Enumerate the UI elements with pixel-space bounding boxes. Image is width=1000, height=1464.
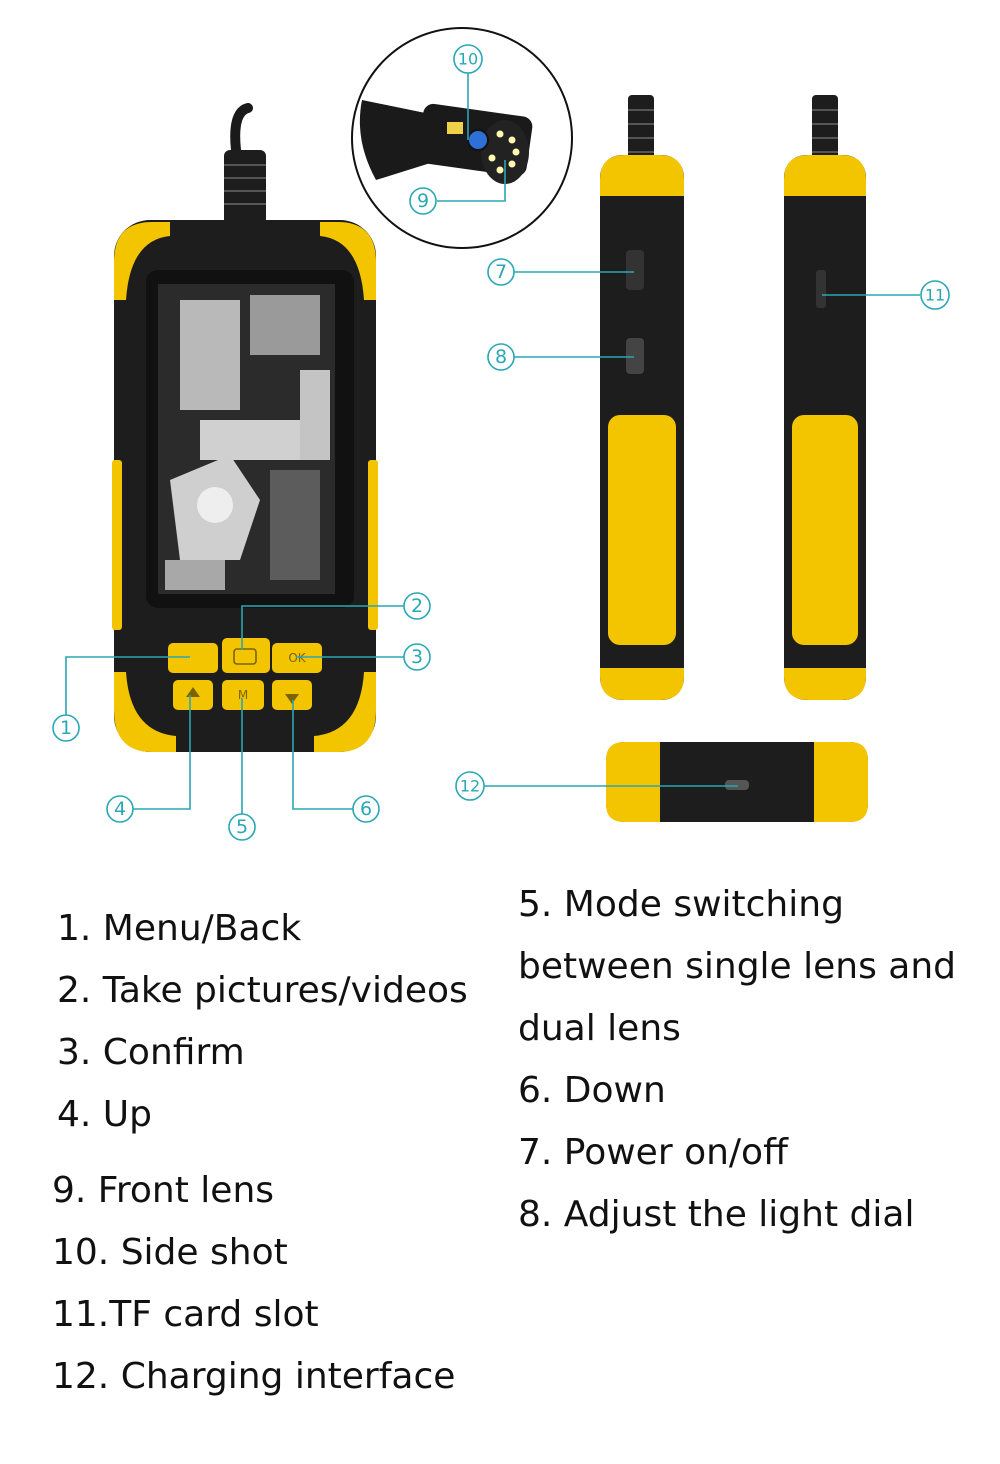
- front-view: OK M: [112, 103, 378, 752]
- legend-item: 11.TF card slot: [52, 1294, 319, 1335]
- legend-item: 4. Up: [57, 1094, 152, 1135]
- corner-guard-br: [314, 672, 376, 752]
- legend-item: 12. Charging interface: [52, 1356, 456, 1397]
- cable-strain-relief: [224, 150, 266, 225]
- legend-item: between single lens and: [518, 946, 957, 987]
- legend-item: 3. Confirm: [57, 1032, 245, 1073]
- svg-text:8: 8: [495, 346, 507, 368]
- menu-back-button[interactable]: [168, 643, 218, 673]
- lens-inset: [351, 27, 573, 249]
- up-arrow-icon: [186, 687, 200, 697]
- confirm-button-label: OK: [288, 651, 306, 665]
- legend-item: dual lens: [518, 1008, 681, 1049]
- svg-text:9: 9: [417, 190, 429, 212]
- legend-right: 5. Mode switching between single lens an…: [518, 874, 956, 1246]
- svg-text:12: 12: [460, 777, 480, 796]
- power-switch[interactable]: [626, 250, 644, 290]
- camera-icon: [233, 648, 257, 665]
- mode-button[interactable]: [222, 680, 264, 710]
- svg-text:2: 2: [411, 595, 423, 617]
- callout-8: 8: [487, 343, 515, 371]
- side-lens: [447, 122, 463, 134]
- svg-text:1: 1: [60, 717, 72, 739]
- charging-port[interactable]: [725, 780, 749, 790]
- legend-item: 2. Take pictures/videos: [57, 970, 468, 1011]
- svg-text:4: 4: [114, 798, 126, 820]
- confirm-button[interactable]: [272, 643, 322, 673]
- callout-10: 10: [453, 44, 483, 74]
- front-lens: [467, 129, 489, 151]
- callout-7: 7: [487, 258, 515, 286]
- callout-11: 11: [920, 280, 950, 310]
- corner-guard-tl: [114, 222, 170, 300]
- callout-3: 3: [403, 643, 431, 671]
- product-diagram: OK M: [52, 27, 950, 841]
- svg-text:11: 11: [925, 286, 945, 305]
- cable: [230, 103, 253, 165]
- legend-item: 5. Mode switching: [518, 884, 844, 925]
- svg-text:6: 6: [360, 798, 372, 820]
- down-arrow-icon: [285, 694, 299, 704]
- legend-item: 10. Side shot: [52, 1232, 288, 1273]
- corner-guard-bl: [114, 672, 176, 752]
- bottom-view: [606, 742, 868, 822]
- mode-button-label: M: [238, 688, 248, 702]
- side-view-left: [600, 95, 684, 700]
- legend-item: 6. Down: [518, 1070, 666, 1111]
- legend-item: 8. Adjust the light dial: [518, 1194, 915, 1235]
- callout-9: 9: [409, 187, 437, 215]
- corner-guard-tr: [320, 222, 376, 300]
- side-view-right: [784, 95, 866, 700]
- side-stripe-right: [368, 460, 378, 630]
- capture-button[interactable]: [222, 638, 270, 673]
- callout-4: 4: [106, 795, 134, 823]
- svg-text:5: 5: [236, 816, 248, 838]
- callout-6: 6: [352, 795, 380, 823]
- callout-1: 1: [52, 714, 80, 742]
- screen-image: [158, 284, 335, 594]
- tf-card-slot[interactable]: [816, 270, 826, 308]
- side-stripe-left: [112, 460, 122, 630]
- svg-text:10: 10: [458, 50, 478, 69]
- legend-item: 7. Power on/off: [518, 1132, 788, 1173]
- legend-item: 9. Front lens: [52, 1170, 275, 1211]
- legend-left-top: 1. Menu/Back 2. Take pictures/videos 3. …: [57, 898, 468, 1146]
- callout-lines: [65, 72, 920, 814]
- callout-2: 2: [403, 592, 431, 620]
- callout-5: 5: [228, 813, 256, 841]
- legend-left-bottom: 9. Front lens 10. Side shot 11.TF card s…: [52, 1160, 455, 1408]
- lens-face: [481, 120, 529, 184]
- legend-item: 1. Menu/Back: [57, 908, 302, 949]
- svg-text:7: 7: [495, 261, 507, 283]
- light-dial[interactable]: [626, 338, 644, 374]
- svg-text:3: 3: [411, 646, 423, 668]
- callout-12: 12: [455, 771, 485, 801]
